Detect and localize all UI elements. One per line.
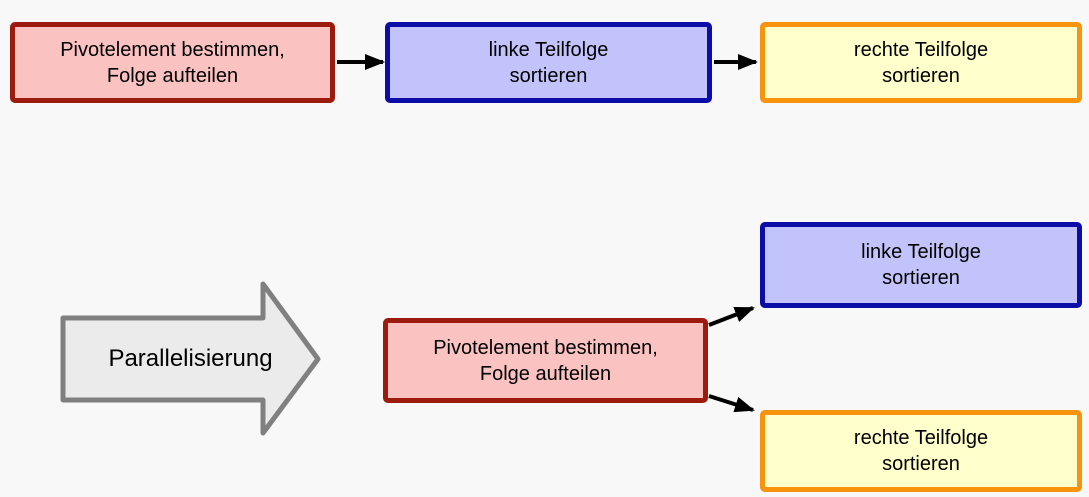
parallelization-label: Parallelisierung	[108, 345, 273, 372]
parallel-pivot-box: Pivotelement bestimmen, Folge aufteilen	[383, 318, 708, 403]
parallel-right-subsequence-box: rechte Teilfolge sortieren	[760, 410, 1082, 492]
sequential-left-subsequence-label: linke Teilfolge sortieren	[488, 38, 609, 87]
parallel-right-subsequence-label: rechte Teilfolge sortieren	[853, 427, 989, 475]
parallel-left-subsequence-box: linke Teilfolge sortieren	[760, 222, 1082, 308]
sequential-right-subsequence-box: rechte Teilfolge sortieren	[760, 22, 1082, 103]
sequential-left-subsequence-box: linke Teilfolge sortieren	[385, 22, 712, 103]
parallel-left-subsequence-label: linke Teilfolge sortieren	[861, 241, 981, 289]
parallel-pivot-label: Pivotelement bestimmen, Folge aufteilen	[433, 336, 658, 385]
sequential-right-subsequence-label: rechte Teilfolge sortieren	[853, 38, 989, 87]
connector-par-pivot-to-right	[708, 394, 755, 413]
connector-par-pivot-to-left	[708, 306, 755, 327]
sequential-pivot-box: Pivotelement bestimmen, Folge aufteilen	[10, 22, 335, 103]
sequential-pivot-label: Pivotelement bestimmen, Folge aufteilen	[60, 38, 285, 87]
